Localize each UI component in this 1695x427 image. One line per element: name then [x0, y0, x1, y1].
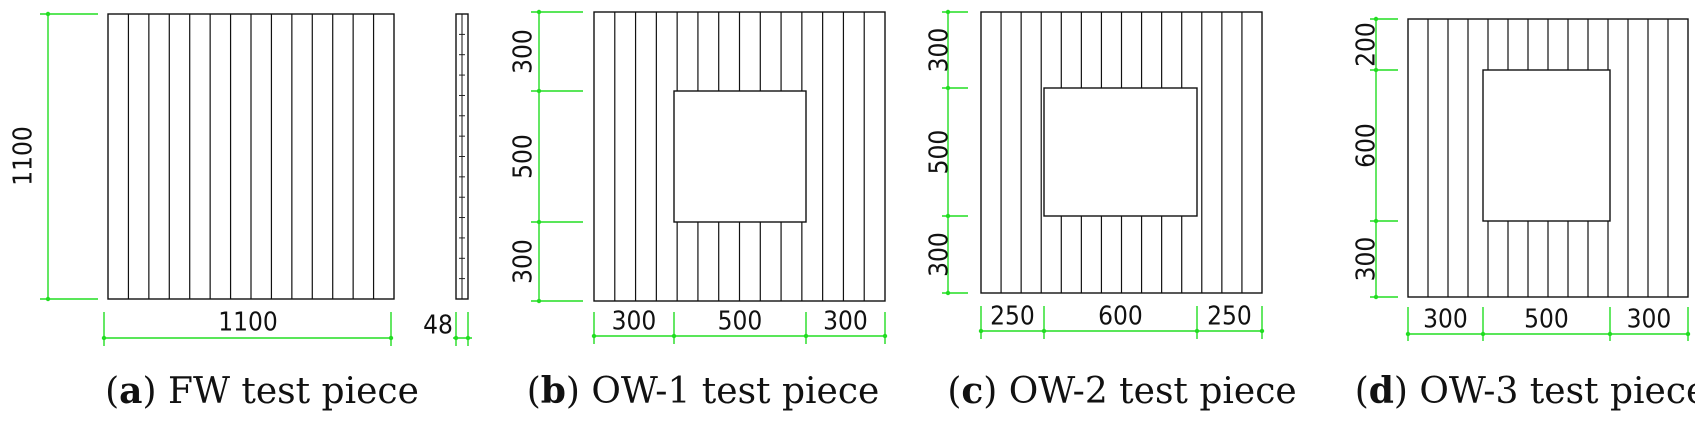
caption-paren-open: ( [1355, 371, 1369, 412]
panel-ow3: 200 600 300 300 500 300 (d) OW-3 test piece [1352, 16, 1695, 412]
caption-letter: a [119, 370, 142, 412]
dimension-tick [882, 333, 888, 339]
panel-ow2: 300 500 300 250 600 250 (c) OW-2 test piece [925, 9, 1297, 412]
caption-paren-open: ( [105, 371, 119, 412]
dimension-tick [1373, 16, 1379, 22]
caption: (c) OW-2 test piece [947, 370, 1296, 412]
caption-text: FW test piece [157, 371, 419, 412]
dimension-tick [45, 11, 51, 17]
dimension-label: 300 [823, 307, 868, 337]
dimension-tick [1373, 67, 1379, 73]
caption-letter: b [541, 370, 566, 412]
caption-text: OW-2 test piece [997, 371, 1296, 412]
dimension-tick [945, 213, 951, 219]
panel-ow1: 300 500 300 300 500 300 (b) OW-1 test piece [509, 9, 888, 412]
dimension-tick [945, 290, 951, 296]
dimension-tick [1041, 328, 1047, 334]
dimension-label: 300 [509, 29, 539, 74]
dimension-tick [465, 335, 471, 341]
caption: (b) OW-1 test piece [527, 370, 880, 412]
dimension-tick [945, 9, 951, 15]
caption-text: OW-1 test piece [580, 371, 879, 412]
caption-paren-close: ) [983, 371, 997, 412]
dimension-label: 300 [612, 307, 657, 337]
caption-paren-open: ( [527, 371, 541, 412]
opening [673, 90, 807, 223]
dimension-label: 250 [990, 302, 1035, 332]
caption-paren-close: ) [1394, 371, 1408, 412]
dimension-tick [945, 85, 951, 91]
dimension-tick [591, 333, 597, 339]
opening [1043, 87, 1198, 217]
dimension-label: 500 [718, 307, 763, 337]
dimension-label: 300 [1352, 237, 1382, 282]
caption-text: OW-3 test piece [1408, 371, 1695, 412]
caption-paren-close: ) [566, 371, 580, 412]
dimension-tick [536, 298, 542, 304]
caption: (a) FW test piece [105, 370, 419, 412]
dimension-label-height: 1100 [9, 126, 39, 186]
dimension-tick [45, 296, 51, 302]
dimension-tick [1405, 331, 1411, 337]
dimension-tick [1685, 331, 1691, 337]
dimension-tick [453, 335, 459, 341]
dimension-label-width: 1100 [218, 308, 278, 338]
caption-letter: d [1369, 370, 1394, 412]
dimension-label: 300 [925, 232, 955, 277]
dimension-tick [803, 333, 809, 339]
dimension-label: 600 [1098, 302, 1143, 332]
dimension-label-thickness: 48 [423, 311, 453, 341]
dimension-tick [536, 88, 542, 94]
dimension-label: 500 [509, 134, 539, 179]
dimension-tick [388, 335, 394, 341]
dimension-label: 300 [509, 239, 539, 284]
dimension-tick [1259, 328, 1265, 334]
dimension-tick [1194, 328, 1200, 334]
caption-paren-open: ( [947, 371, 961, 412]
dimension-tick [1480, 331, 1486, 337]
dimension-tick [101, 335, 107, 341]
dimension-tick [978, 328, 984, 334]
dimension-tick [536, 9, 542, 15]
caption-letter: c [961, 370, 983, 412]
dimension-label: 300 [1627, 305, 1672, 335]
dimension-tick [1373, 294, 1379, 300]
dimension-tick [1607, 331, 1613, 337]
caption-paren-close: ) [142, 371, 156, 412]
dimension-label: 300 [925, 28, 955, 73]
dimension-tick [671, 333, 677, 339]
dimension-label: 200 [1352, 22, 1382, 67]
dimension-label: 500 [925, 130, 955, 175]
dimension-label: 600 [1352, 123, 1382, 168]
dimension-tick [1373, 218, 1379, 224]
caption: (d) OW-3 test piece [1355, 370, 1695, 412]
dimension-label: 250 [1207, 302, 1252, 332]
dimension-label: 300 [1423, 305, 1468, 335]
dimension-label: 500 [1524, 305, 1569, 335]
dimension-tick [536, 219, 542, 225]
opening [1482, 69, 1611, 222]
